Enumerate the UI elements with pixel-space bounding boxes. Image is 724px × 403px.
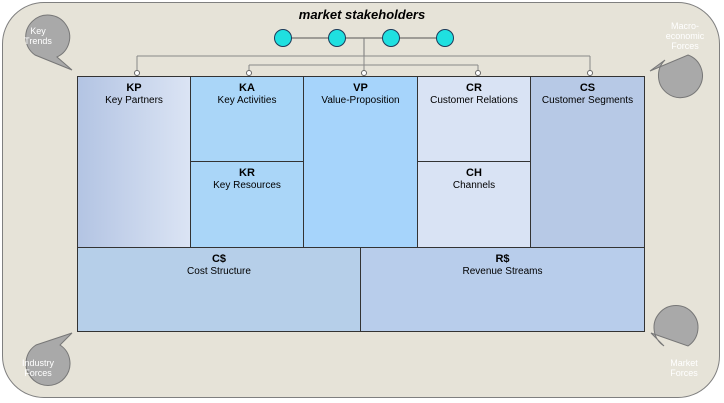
ka-name: Key Activities — [217, 95, 277, 106]
connector-cs — [587, 70, 593, 76]
kp-code: KP — [126, 82, 142, 94]
ka-code: KA — [239, 82, 255, 94]
cs-code: CS — [579, 82, 596, 94]
stakeholder-node-3[interactable] — [382, 29, 400, 47]
value-proposition-block[interactable]: VP Value-Proposition — [303, 76, 418, 248]
connector-cr — [475, 70, 481, 76]
channels-block[interactable]: CH Channels — [417, 161, 531, 248]
key-activities-block[interactable]: KA Key Activities — [190, 76, 304, 162]
stakeholder-node-4[interactable] — [436, 29, 454, 47]
customer-relations-block[interactable]: CR Customer Relations — [417, 76, 531, 162]
macro-economic-callout[interactable] — [649, 54, 703, 99]
market-forces-label: Market Forces — [670, 358, 698, 378]
cost-name: Cost Structure — [187, 266, 251, 277]
macro-economic-forces-label: Macro-economic Forces — [665, 21, 705, 51]
connector-ka — [246, 70, 252, 76]
cr-name: Customer Relations — [430, 95, 518, 106]
kp-name: Key Partners — [105, 95, 163, 106]
ch-name: Channels — [452, 180, 496, 191]
vp-name: Value-Proposition — [321, 95, 400, 106]
stakeholder-node-1[interactable] — [274, 29, 292, 47]
cost-structure-block[interactable]: C$ Cost Structure — [77, 247, 361, 332]
rev-code: R$ — [495, 253, 510, 265]
customer-segments-block[interactable]: CS Customer Segments — [530, 76, 645, 248]
key-trends-callout[interactable] — [25, 14, 73, 71]
connector-vp — [361, 70, 367, 76]
stakeholder-node-2[interactable] — [328, 29, 346, 47]
market-forces-callout[interactable] — [650, 305, 699, 347]
kr-name: Key Resources — [213, 180, 281, 191]
industry-forces-label: Industry Forces — [21, 358, 54, 378]
diagram-title: market stakeholders — [298, 7, 426, 22]
industry-forces-callout[interactable] — [25, 332, 73, 386]
key-resources-block[interactable]: KR Key Resources — [190, 161, 304, 248]
revenue-streams-block[interactable]: R$ Revenue Streams — [360, 247, 645, 332]
key-trends-label: Key Trends — [24, 26, 52, 46]
vp-code: VP — [353, 82, 368, 94]
cs-name: Customer Segments — [541, 95, 634, 106]
rev-name: Revenue Streams — [462, 266, 543, 277]
cost-code: C$ — [211, 253, 227, 265]
ch-code: CH — [466, 167, 482, 179]
cr-code: CR — [466, 82, 482, 94]
kr-code: KR — [239, 167, 255, 179]
key-partners-block[interactable]: KP Key Partners — [77, 76, 191, 248]
connector-kp — [134, 70, 140, 76]
